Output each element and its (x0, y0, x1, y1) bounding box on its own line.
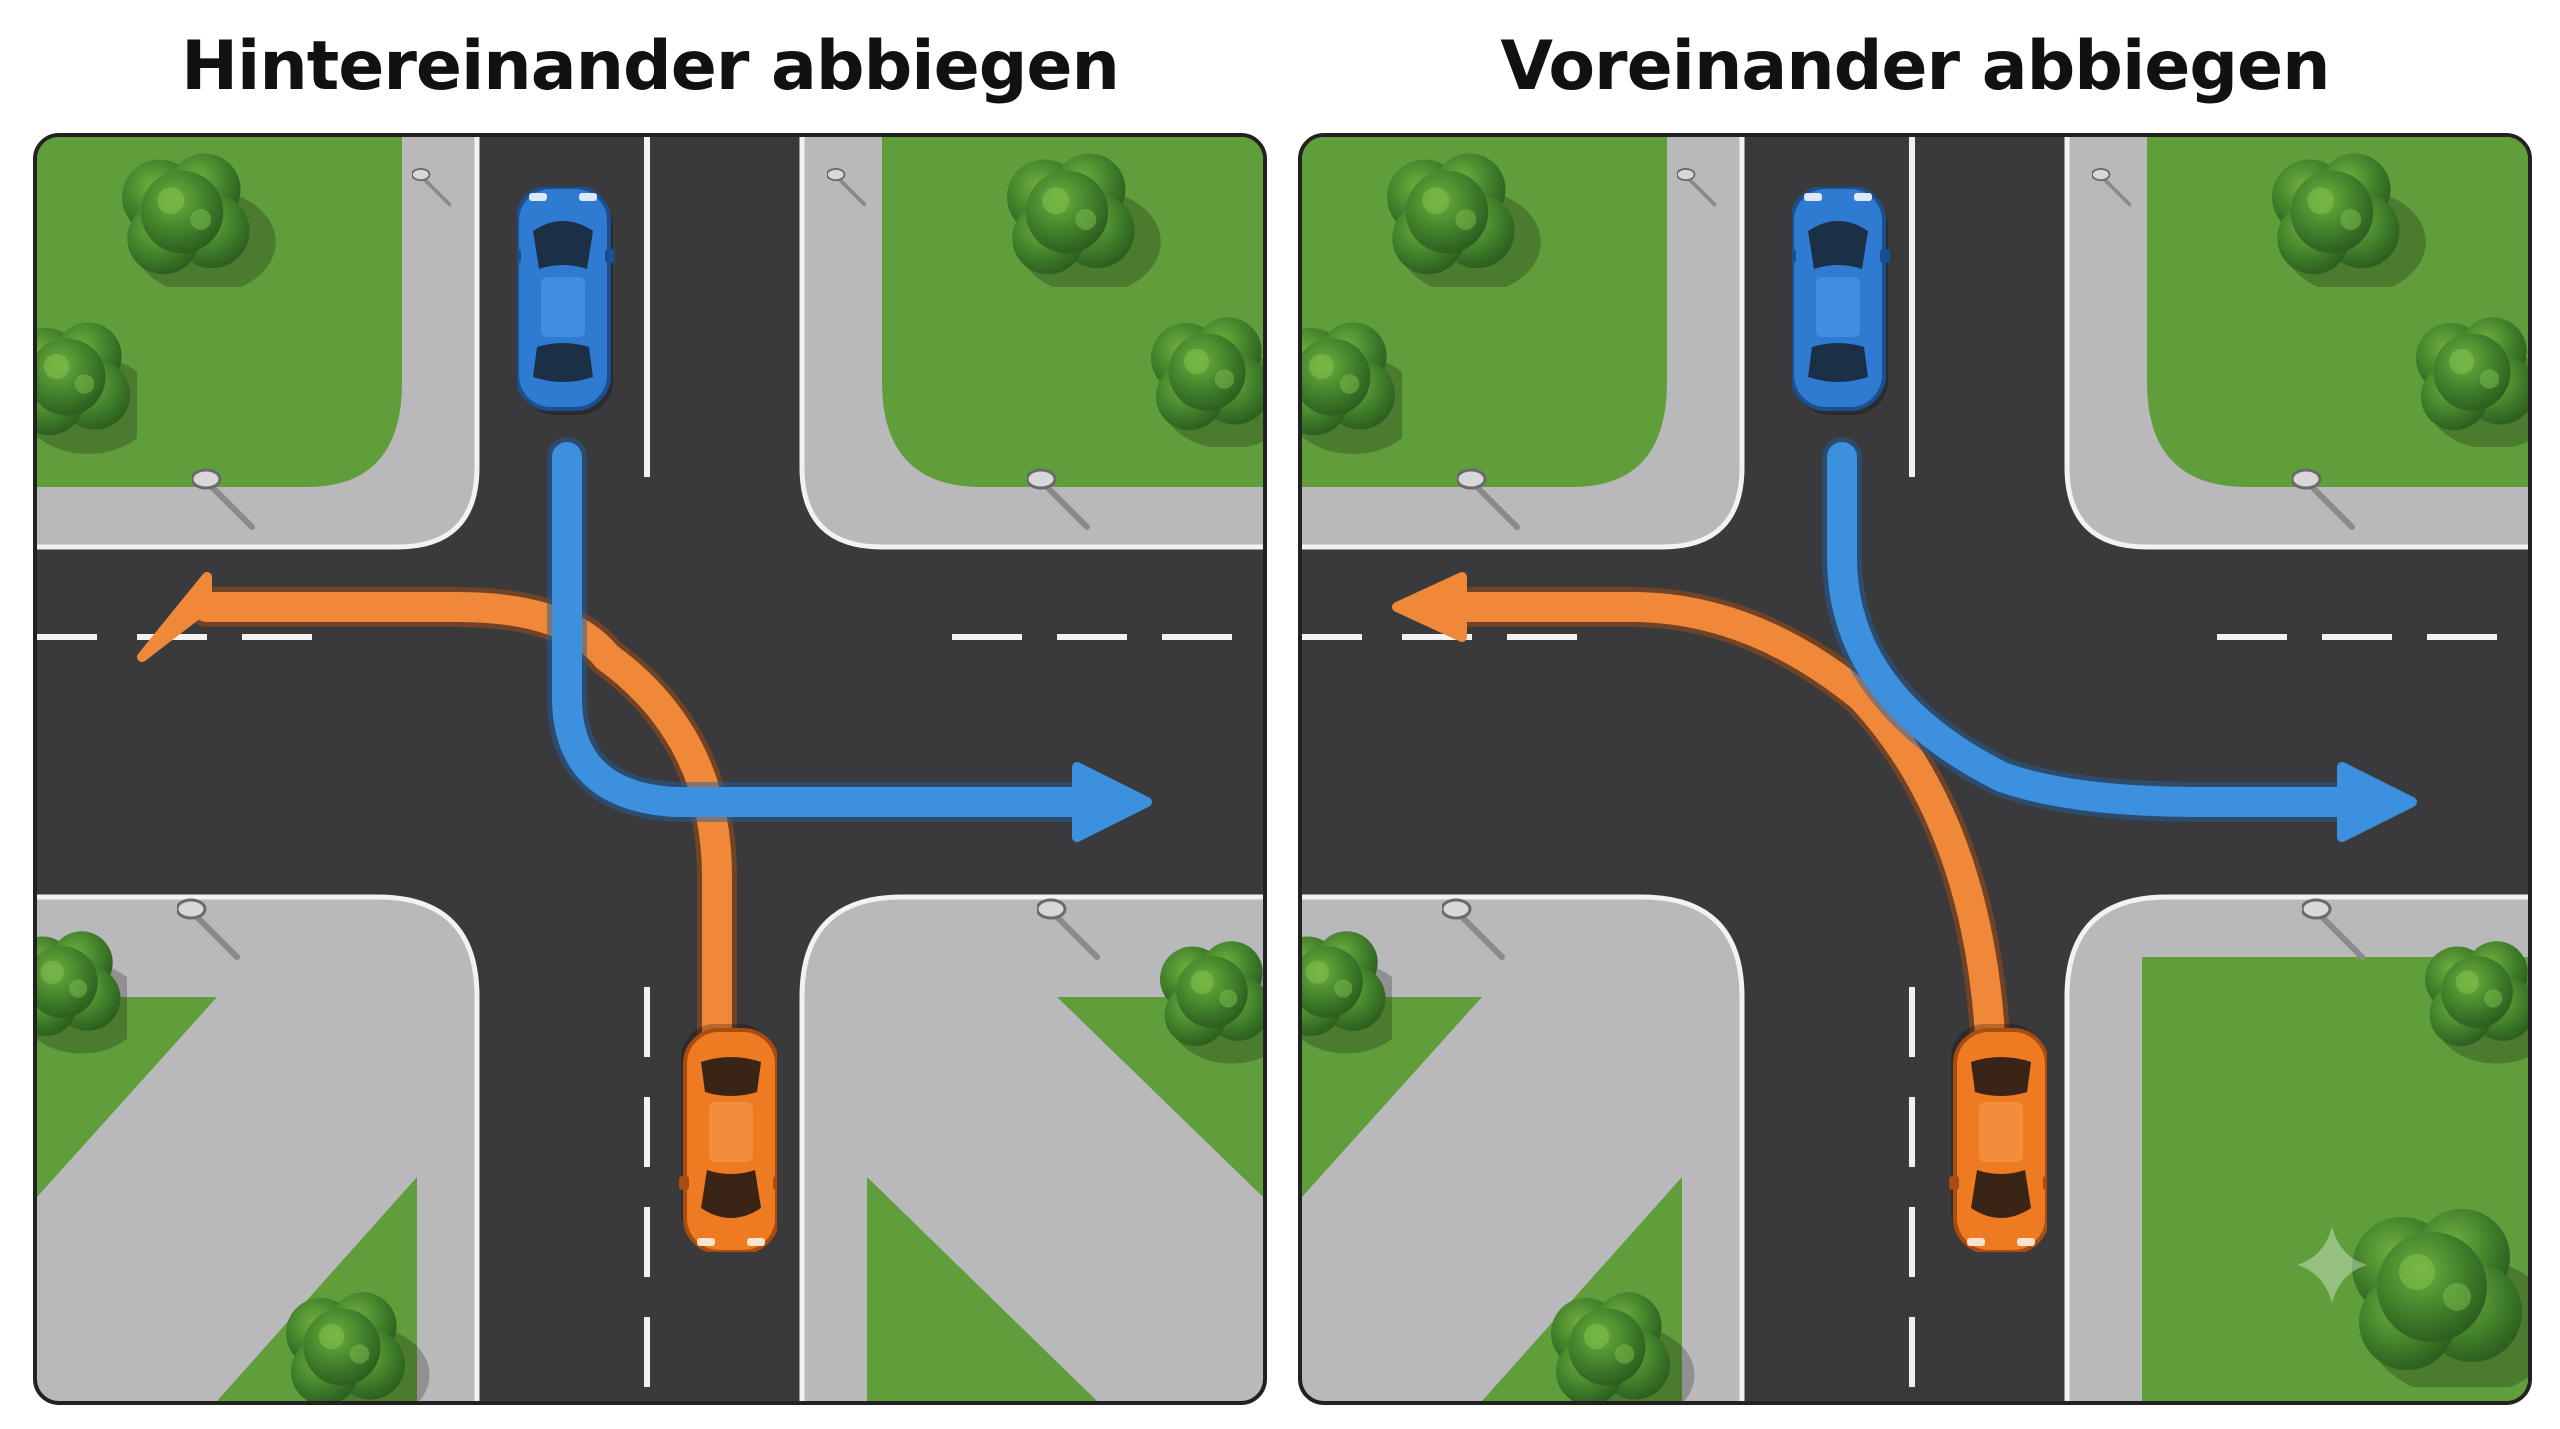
turn-paths (137, 437, 1152, 1187)
corner-bottom-right (799, 894, 1263, 1401)
orange-car (1947, 1022, 2047, 1252)
blue-path (1827, 442, 2357, 817)
lane-markings (1302, 137, 2497, 1387)
blue-arrowhead (1072, 762, 1152, 842)
blue-path (552, 442, 1092, 817)
orange-arrowhead (137, 572, 212, 662)
intersection-diagram (37, 137, 1263, 1401)
corner-bottom-left (1302, 894, 1745, 1401)
blue-car (517, 187, 617, 417)
sparkle-icon (2297, 1227, 2367, 1303)
orange-arrowhead (1392, 572, 1467, 642)
turn-paths (1392, 437, 2417, 1187)
panel-voreinander (1298, 133, 2532, 1405)
orange-path (1447, 592, 2007, 1182)
intersection-diagram (1302, 137, 2528, 1401)
title-voreinander: Voreinander abbiegen (1500, 27, 2330, 106)
orange-car (677, 1022, 777, 1252)
blue-arrowhead (2337, 762, 2417, 842)
blue-car (1792, 187, 1892, 417)
panel-hintereinander (33, 133, 1267, 1405)
title-hintereinander: Hintereinander abbiegen (181, 27, 1120, 106)
lane-markings (37, 137, 1232, 1387)
